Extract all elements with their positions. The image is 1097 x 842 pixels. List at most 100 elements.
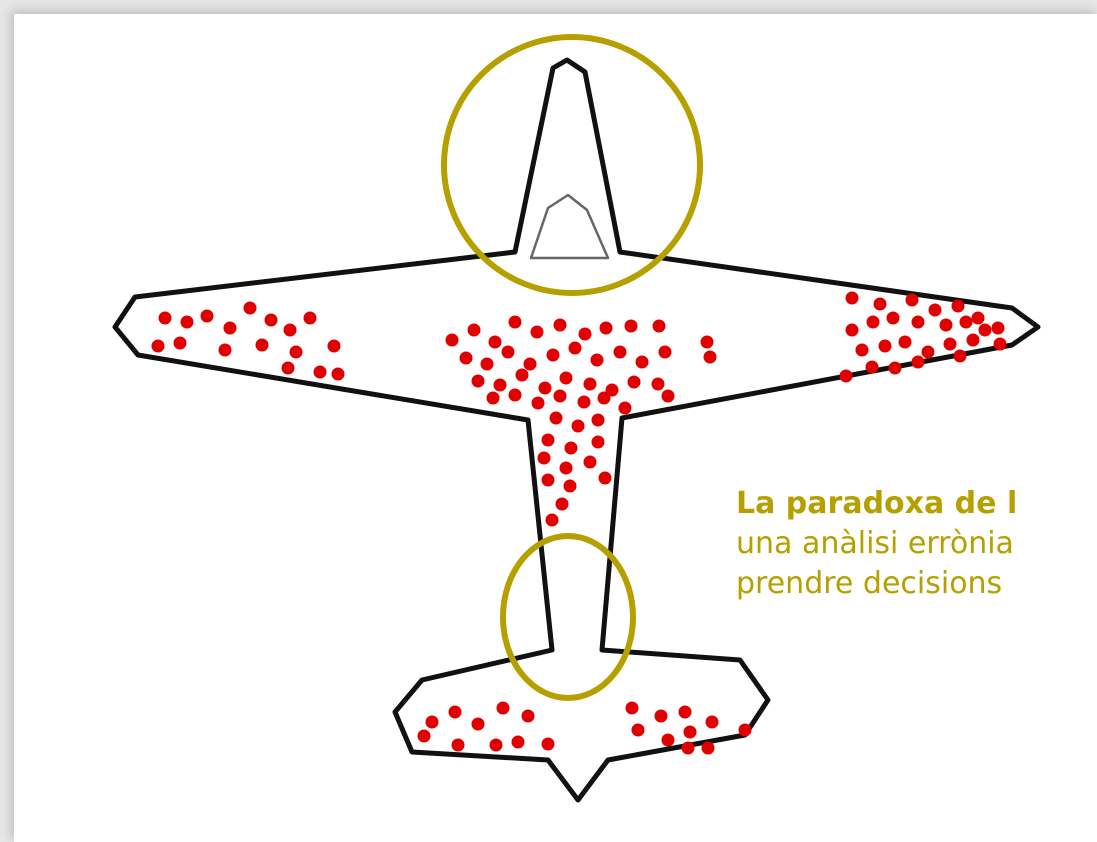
damage-dot-icon <box>652 378 665 391</box>
damage-dot-icon <box>560 462 573 475</box>
damage-dot-icon <box>572 420 585 433</box>
damage-dot-icon <box>547 349 560 362</box>
damage-dot-icon <box>509 316 522 329</box>
damage-dot-icon <box>244 302 257 315</box>
damage-dot-icon <box>512 736 525 749</box>
damage-dot-icon <box>954 350 967 363</box>
damage-dot-icon <box>929 304 942 317</box>
damage-dot-icon <box>679 706 692 719</box>
damage-dot-icon <box>846 324 859 337</box>
damage-dot-icon <box>940 319 953 332</box>
damage-dot-icon <box>874 298 887 311</box>
caption-title: La paradoxa de l <box>736 484 1017 524</box>
damage-dot-icon <box>584 378 597 391</box>
damage-dot-icon <box>446 334 459 347</box>
damage-dot-icon <box>565 442 578 455</box>
damage-dot-icon <box>516 369 529 382</box>
damage-dot-icon <box>554 390 567 403</box>
caption: La paradoxa de l una anàlisi errònia pre… <box>736 484 1017 604</box>
damage-dot-icon <box>284 324 297 337</box>
damage-dot-icon <box>468 324 481 337</box>
damage-dot-icon <box>992 322 1005 335</box>
damage-dot-icon <box>489 336 502 349</box>
damage-dot-icon <box>578 396 591 409</box>
damage-dot-icon <box>899 336 912 349</box>
damage-dot-icon <box>655 710 668 723</box>
damage-dot-icon <box>524 358 537 371</box>
damage-dot-icon <box>846 292 859 305</box>
damage-dot-icon <box>632 724 645 737</box>
damage-dot-icon <box>449 706 462 719</box>
damage-dot-icon <box>490 739 503 752</box>
damage-dot-icon <box>625 320 638 333</box>
damage-dot-icon <box>682 742 695 755</box>
damage-dot-icon <box>556 498 569 511</box>
damage-dot-icon <box>538 452 551 465</box>
damage-dot-icon <box>554 319 567 332</box>
damage-dot-icon <box>522 710 535 723</box>
damage-dot-icon <box>619 402 632 415</box>
damage-dot-icon <box>889 362 902 375</box>
damage-dot-icon <box>290 346 303 359</box>
damage-dot-icon <box>314 366 327 379</box>
damage-dot-icon <box>509 389 522 402</box>
damage-dot-icon <box>265 314 278 327</box>
damage-dot-icon <box>636 356 649 369</box>
damage-dot-icon <box>659 346 672 359</box>
damage-dot-icon <box>304 312 317 325</box>
damage-dot-icon <box>614 346 627 359</box>
damage-dot-icon <box>912 356 925 369</box>
damage-dot-icon <box>328 340 341 353</box>
damage-dot-icon <box>452 739 465 752</box>
damage-dot-icon <box>472 375 485 388</box>
damage-dot-icon <box>704 351 717 364</box>
damage-dot-icon <box>546 514 559 527</box>
damage-dot-icon <box>569 342 582 355</box>
damage-dot-icon <box>592 414 605 427</box>
damage-dot-icon <box>994 338 1007 351</box>
damage-dot-icon <box>426 716 439 729</box>
damage-dot-icon <box>906 294 919 307</box>
damage-dot-icon <box>653 320 666 333</box>
damage-dot-icon <box>256 339 269 352</box>
damage-dot-icon <box>592 436 605 449</box>
damage-dot-icon <box>867 316 880 329</box>
damage-dot-icon <box>702 742 715 755</box>
damage-dot-icon <box>684 726 697 739</box>
damage-dot-icon <box>626 702 639 715</box>
damage-dot-icon <box>600 322 613 335</box>
damage-dot-icon <box>542 474 555 487</box>
damage-dot-icon <box>662 734 675 747</box>
damage-dot-icon <box>502 346 515 359</box>
damage-dot-icon <box>856 344 869 357</box>
caption-line-2: prendre decisions <box>736 564 1017 604</box>
damage-dot-icon <box>944 338 957 351</box>
damage-dot-icon <box>598 392 611 405</box>
damage-dot-icon <box>584 456 597 469</box>
damage-dot-icon <box>560 372 573 385</box>
damage-dot-icon <box>174 337 187 350</box>
damage-dot-icon <box>701 336 714 349</box>
damage-dot-icon <box>539 382 552 395</box>
damage-dot-icon <box>224 322 237 335</box>
damage-dot-icon <box>591 354 604 367</box>
damage-dot-icon <box>497 702 510 715</box>
damage-dot-icon <box>879 340 892 353</box>
damage-dot-icon <box>542 738 555 751</box>
damage-dot-icon <box>152 340 165 353</box>
damage-dot-icon <box>418 730 431 743</box>
damage-dot-icon <box>887 312 900 325</box>
damage-dot-icon <box>628 376 641 389</box>
damage-dot-icon <box>531 326 544 339</box>
damage-dot-icon <box>972 312 985 325</box>
damage-dot-icon <box>542 434 555 447</box>
damage-dot-icon <box>550 412 563 425</box>
damage-dot-icon <box>201 310 214 323</box>
damage-dot-icon <box>159 312 172 325</box>
damage-dot-icon <box>662 390 675 403</box>
damage-dot-icon <box>494 379 507 392</box>
damage-dot-icon <box>912 316 925 329</box>
damage-dot-icon <box>532 397 545 410</box>
damage-dot-icon <box>706 716 719 729</box>
